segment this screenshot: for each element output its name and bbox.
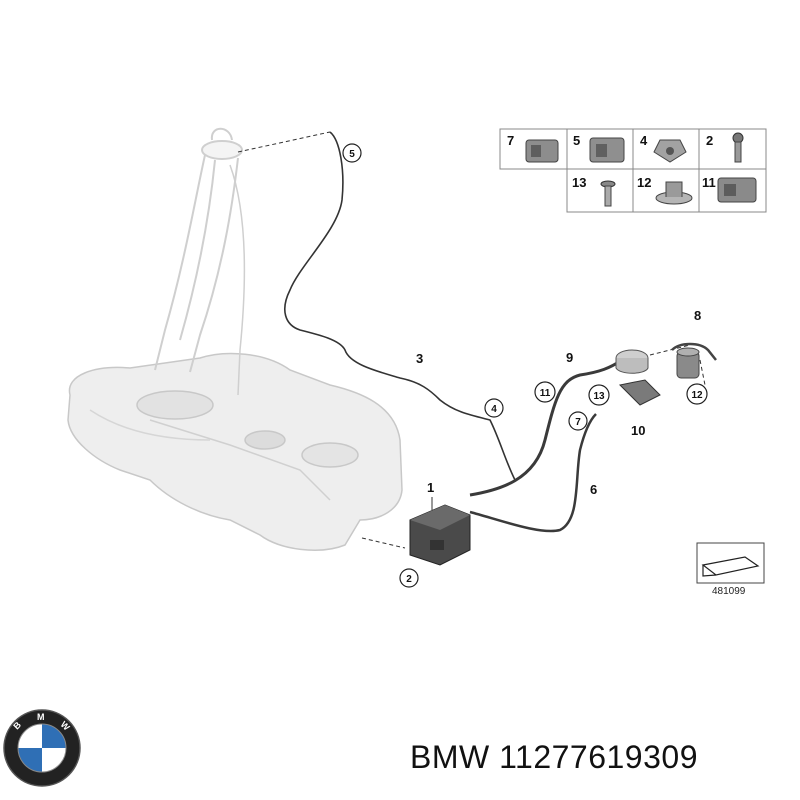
callout-6: 6 — [590, 482, 597, 497]
clip-5-icon — [589, 137, 625, 163]
grid-label-7: 7 — [507, 133, 514, 148]
screw-13-icon — [600, 180, 616, 207]
callout-3: 3 — [416, 351, 423, 366]
grid-label-2: 2 — [706, 133, 713, 148]
svg-text:13: 13 — [593, 391, 605, 402]
callout-8: 8 — [694, 308, 701, 323]
grid-label-4: 4 — [640, 133, 648, 148]
reference-number: 481099 — [712, 586, 746, 597]
circled-callout-2: 2 — [399, 568, 419, 588]
grid-label-11: 11 — [702, 175, 716, 190]
callout-labels: 1 3 6 8 9 10 — [416, 308, 701, 510]
clip-11-icon — [717, 177, 757, 203]
circled-callout-4: 4 — [484, 398, 504, 418]
svg-text:11: 11 — [540, 388, 551, 399]
svg-text:5: 5 — [349, 149, 355, 160]
svg-text:2: 2 — [406, 574, 412, 585]
nut-12-icon — [655, 181, 693, 205]
svg-text:4: 4 — [491, 404, 497, 415]
bolt-2-icon — [732, 132, 744, 163]
callout-1: 1 — [427, 480, 434, 495]
reference-box: 481099 — [696, 542, 765, 597]
bmw-logo: B M W — [3, 709, 81, 787]
fuel-hose-6 — [469, 413, 597, 533]
charcoal-filter — [409, 504, 471, 566]
circled-callout-12: 12 — [686, 383, 708, 405]
leader-lines — [361, 344, 706, 549]
circled-callouts: 5 4 2 11 13 7 12 — [342, 143, 708, 588]
clip-7-icon — [525, 139, 559, 163]
callout-9: 9 — [566, 350, 573, 365]
svg-text:7: 7 — [575, 417, 581, 428]
fuel-hose-9 — [469, 358, 623, 497]
fuel-tank — [67, 352, 403, 551]
part-caption: BMW 11277619309 — [410, 739, 698, 776]
grid-label-12: 12 — [637, 175, 651, 190]
circled-callout-7: 7 — [568, 411, 588, 431]
part-number: 11277619309 — [499, 739, 698, 775]
circled-callout-13: 13 — [588, 384, 610, 406]
small-parts-grid: 7 5 4 2 13 12 11 — [499, 128, 767, 213]
grid-label-13: 13 — [572, 175, 586, 190]
logo-letter-m: M — [37, 712, 45, 722]
circled-callout-11: 11 — [534, 381, 556, 403]
vent-line — [237, 131, 516, 481]
callout-10: 10 — [631, 423, 645, 438]
circled-callout-5: 5 — [342, 143, 362, 163]
valve-assembly — [615, 342, 717, 406]
filler-neck — [154, 127, 246, 396]
grid-label-5: 5 — [573, 133, 580, 148]
brand-name: BMW — [410, 739, 490, 775]
svg-text:12: 12 — [691, 390, 703, 401]
clamp-4-icon — [653, 139, 687, 163]
